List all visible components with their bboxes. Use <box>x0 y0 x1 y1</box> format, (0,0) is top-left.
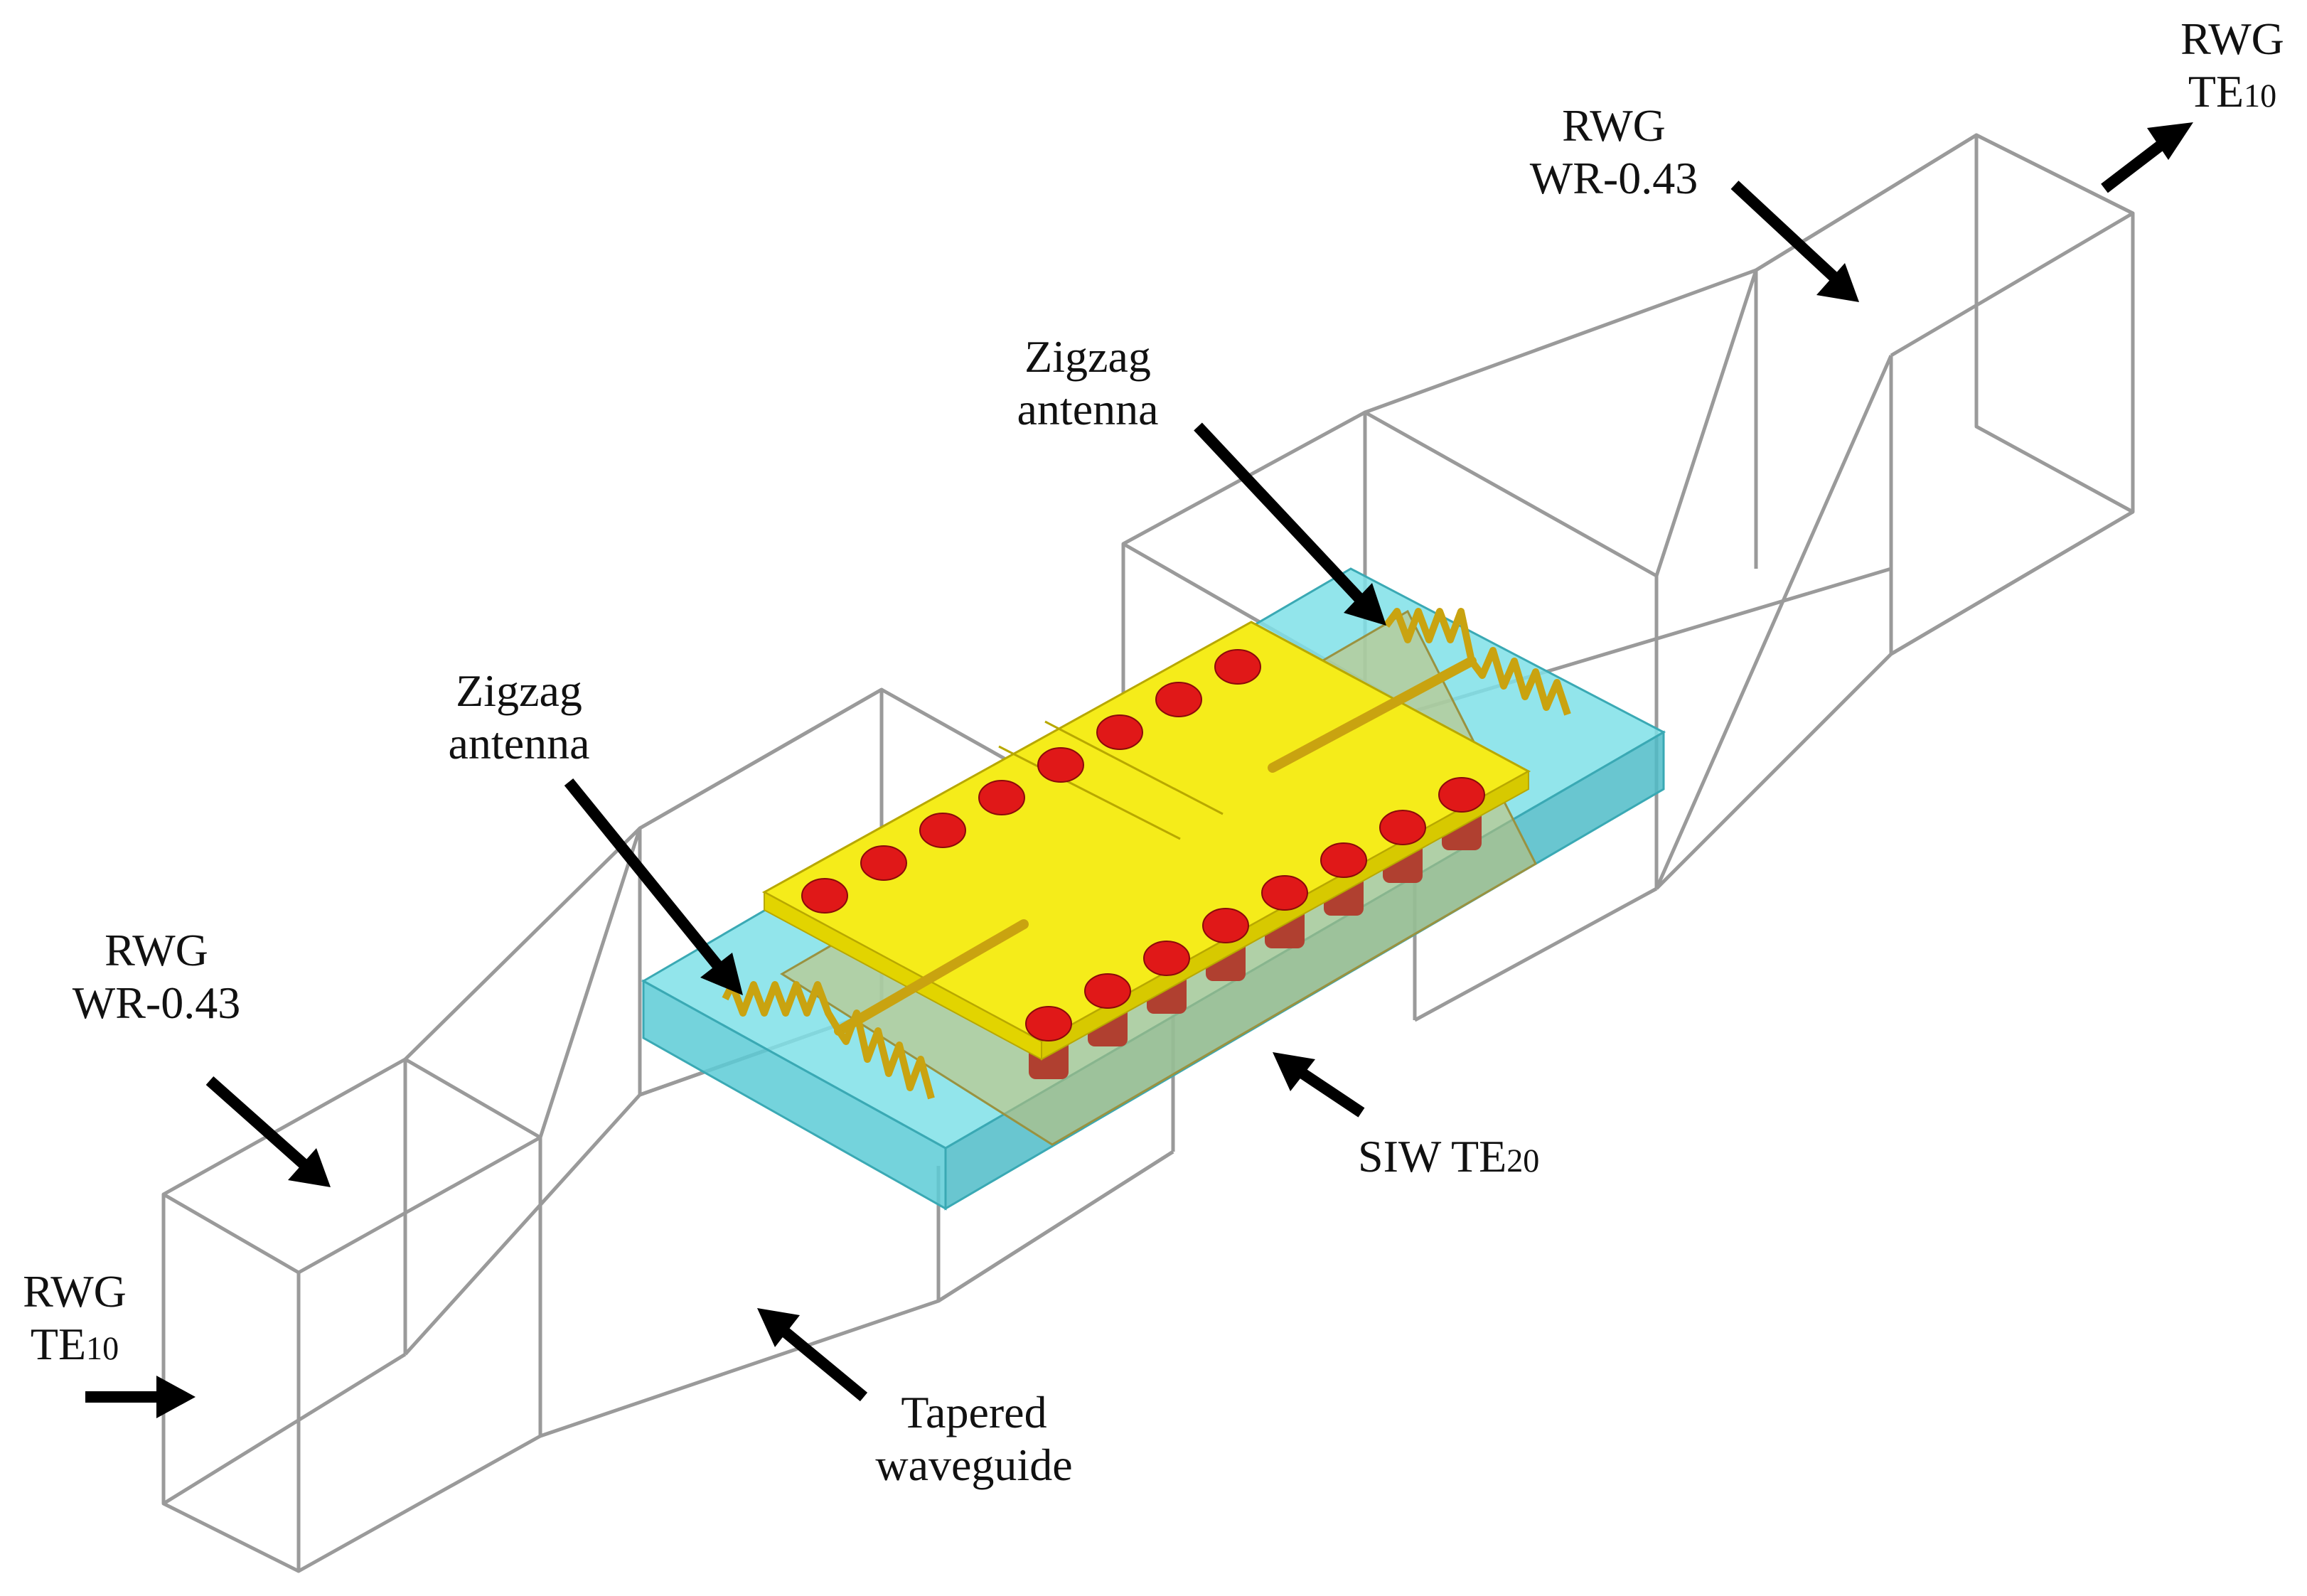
label-rwg-out-port-te: TE <box>2188 66 2244 117</box>
label-rwg-in-size-line1: RWG <box>105 925 208 975</box>
label-zigzag-bottom-line2: antenna <box>448 718 590 768</box>
feed-line-bottom <box>834 919 1029 1036</box>
via-dot <box>1155 682 1202 717</box>
via-dot <box>1320 842 1367 878</box>
patch-slot-1 <box>998 745 1181 840</box>
via-dot <box>919 813 966 848</box>
via-dot <box>1379 810 1426 845</box>
arrow-rwg-out-size <box>1730 181 1859 302</box>
via-dot <box>1084 973 1131 1009</box>
feed-line-top <box>1268 656 1477 773</box>
input-section-edge4 <box>937 1150 1174 1303</box>
via-dot <box>978 780 1025 815</box>
label-rwg-out-size: RWG WR-0.43 <box>1500 100 1728 205</box>
via-dot <box>1438 777 1485 813</box>
arrows <box>85 122 2193 1418</box>
label-zigzag-top-line1: Zigzag <box>1024 331 1151 382</box>
zigzag-bottom-right <box>835 1009 935 1100</box>
zigzag-antenna-top <box>1383 608 1571 716</box>
label-rwg-in-port-mode: 10 <box>86 1330 119 1366</box>
arrow-zigzag-bottom <box>564 778 743 995</box>
arrow-rwg-out-port <box>2101 122 2193 193</box>
label-rwg-in-port-line2: TE10 <box>0 1318 149 1375</box>
zigzag-bottom-left <box>722 981 842 1033</box>
label-rwg-out-port-mode: 10 <box>2244 77 2277 114</box>
label-tapered-line2: waveguide <box>875 1440 1073 1490</box>
input-taper-inner <box>404 1093 641 1356</box>
label-rwg-out-port: RWG TE10 <box>2161 13 2303 122</box>
arrow-tapered <box>757 1308 868 1402</box>
output-taper-inner <box>1654 354 1893 890</box>
via-dot <box>1025 1006 1072 1041</box>
output-section-edge4 <box>1364 410 1658 578</box>
patch-left <box>764 891 1042 1061</box>
output-taper-bottom <box>1655 510 2134 890</box>
via-dot <box>801 878 848 914</box>
arrow-rwg-in-size <box>205 1076 331 1187</box>
input-rwg-bottom <box>297 1434 542 1573</box>
label-zigzag-bottom-line1: Zigzag <box>456 665 582 716</box>
via-dot <box>1202 908 1249 943</box>
input-taper-mid <box>538 828 642 1138</box>
label-siw-text: SIW TE <box>1358 1131 1507 1182</box>
label-rwg-in-port: RWG TE10 <box>0 1265 149 1375</box>
arrow-zigzag-top <box>1194 422 1386 626</box>
arrow-rwg-in-port <box>85 1376 196 1418</box>
label-siw-mode: 20 <box>1506 1142 1540 1179</box>
input-rwg-diag <box>162 1352 407 1506</box>
label-tapered-line1: Tapered <box>901 1387 1047 1437</box>
via-dot <box>1096 714 1143 750</box>
via-tops <box>801 649 1485 1041</box>
via-dot <box>1037 747 1084 783</box>
zigzag-antenna-bottom <box>722 981 935 1100</box>
output-taper-top2 <box>1654 269 1758 577</box>
label-rwg-in-size-line2: WR-0.43 <box>72 978 241 1028</box>
label-rwg-in-size: RWG WR-0.43 <box>43 924 270 1029</box>
output-rwg-bottom <box>1890 510 2134 656</box>
label-rwg-out-size-line1: RWG <box>1562 100 1666 151</box>
zigzag-top-right <box>1469 647 1571 716</box>
label-rwg-out-port-line1: RWG <box>2180 14 2284 64</box>
input-rwg-top <box>162 1057 542 1275</box>
output-rwg-top <box>1755 133 2135 358</box>
feed-lines <box>834 656 1477 1036</box>
label-rwg-in-port-te: TE <box>30 1319 87 1369</box>
via-dot <box>1261 875 1308 911</box>
output-section-edge3 <box>1413 887 1658 1022</box>
label-rwg-out-size-line2: WR-0.43 <box>1529 153 1698 203</box>
label-rwg-out-port-line2: TE10 <box>2161 65 2303 122</box>
via-dot <box>1214 649 1261 685</box>
label-siw: SIW TE20 <box>1358 1130 1600 1187</box>
input-port-frame <box>161 1192 301 1573</box>
arrow-siw <box>1273 1052 1365 1118</box>
label-tapered: Tapered waveguide <box>853 1386 1095 1491</box>
zigzag-top-left <box>1383 608 1475 663</box>
label-rwg-in-port-line1: RWG <box>23 1266 127 1317</box>
via-dot <box>860 845 907 881</box>
via-dot <box>1143 941 1190 976</box>
label-zigzag-bottom: Zigzag antenna <box>427 665 611 770</box>
label-zigzag-top: Zigzag antenna <box>995 331 1180 436</box>
patch-slot-2 <box>1044 720 1224 815</box>
label-zigzag-top-line2: antenna <box>1017 384 1159 434</box>
